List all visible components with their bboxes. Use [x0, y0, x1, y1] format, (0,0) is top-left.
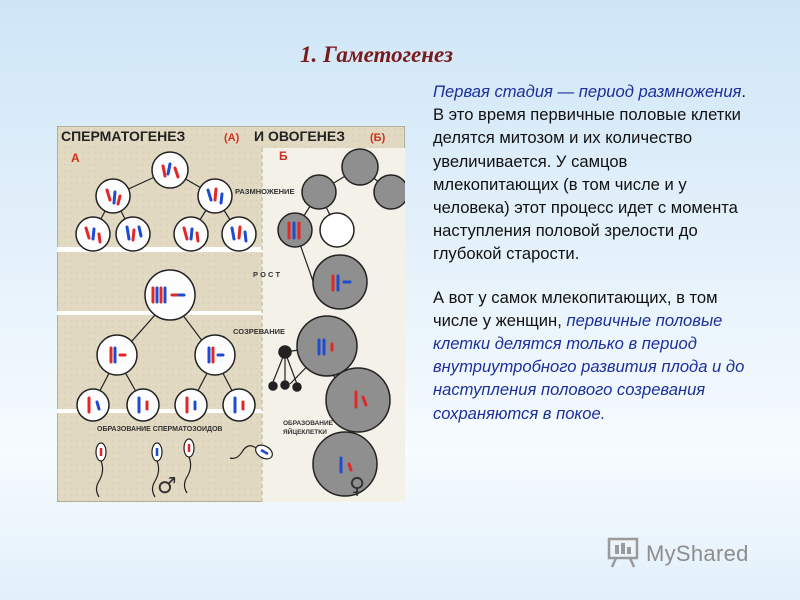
figure-title-and: И ОВОГЕНЕЗ — [254, 128, 345, 144]
label-egg-formation-2: ЯЙЦЕКЛЕТКИ — [283, 427, 327, 436]
female-symbol-icon: ♀ — [349, 474, 365, 499]
oogenesis-chromosomes — [287, 221, 368, 474]
spermatogenesis-chromosomes — [84, 162, 248, 414]
body-text: Первая стадия — период размножения. В эт… — [433, 80, 753, 425]
paragraph-first-stage: Первая стадия — период размножения. В эт… — [433, 80, 753, 266]
male-symbol-icon: ♂ — [157, 474, 177, 499]
presentation-board-icon — [606, 535, 640, 574]
highlight-first-stage: Первая стадия — период размножения — [433, 82, 742, 101]
panel-b-label: Б — [279, 149, 288, 163]
label-sperm-formation: ОБРАЗОВАНИЕ СПЕРМАТОЗОИДОВ — [97, 426, 222, 433]
figure-title-main: СПЕРМАТОГЕНЕЗ — [61, 128, 186, 144]
highlight-females: первичные половые клетки делятся только … — [433, 310, 745, 423]
paragraph-females-lead: А вот у самок млекопитающих, в том числе… — [433, 287, 718, 330]
label-growth: Р О С Т — [253, 270, 281, 279]
label-egg-formation-1: ОБРАЗОВАНИЕ — [283, 420, 334, 427]
slide-title: 1. Гаметогенез — [300, 42, 453, 67]
panel-a-label: А — [71, 151, 80, 165]
watermark-text: MyShared — [646, 541, 749, 566]
sperm-cells — [95, 438, 273, 498]
label-maturation: СОЗРЕВАНИЕ — [233, 327, 285, 336]
gametogenesis-diagram: СПЕРМАТОГЕНЕЗ (А) И ОВОГЕНЕЗ (Б) А Б — [57, 126, 405, 502]
paragraph-first-stage-rest: . В это время первичные половые клетки д… — [433, 82, 747, 264]
spermatogenesis-cells — [75, 151, 257, 422]
paragraph-females: А вот у самок млекопитающих, в том числе… — [433, 286, 753, 425]
oogenesis-cells — [268, 148, 405, 497]
figure-title-b: (Б) — [370, 132, 386, 144]
figure-title-a: (А) — [224, 132, 240, 144]
label-reproduction: РАЗМНОЖЕНИЕ — [235, 187, 294, 196]
watermark: MyShared — [606, 536, 749, 572]
